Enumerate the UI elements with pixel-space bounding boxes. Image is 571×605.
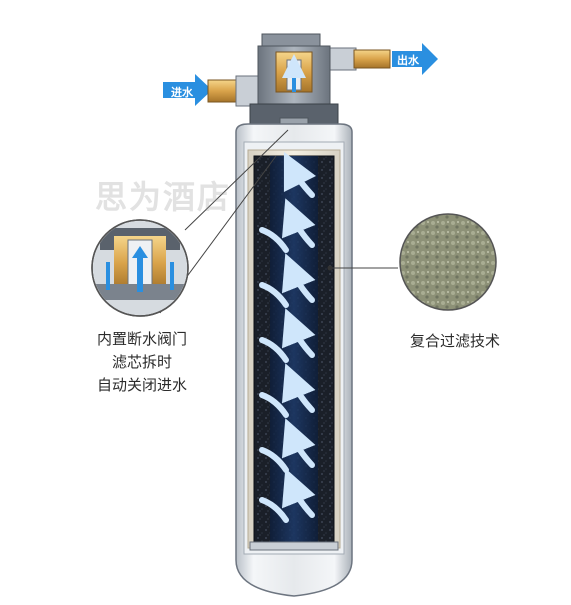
valve-callout: 内置断水阀门 滤芯拆时 自动关闭进水 <box>62 328 222 397</box>
composite-filter-callout: 复合过滤技术 <box>409 332 500 350</box>
inlet-label: 进水 <box>171 86 193 99</box>
outlet-arrow <box>392 43 438 75</box>
valve-callout-line-2: 滤芯拆时 <box>111 353 172 371</box>
valve-callout-line-1: 内置断水阀门 <box>96 330 187 348</box>
watermark: 思为酒店 <box>95 178 232 216</box>
outlet-fitting <box>329 47 391 71</box>
outlet-label: 出水 <box>397 54 419 67</box>
inlet-fitting <box>207 75 261 107</box>
valve-callout-line-3: 自动关闭进水 <box>96 376 187 394</box>
valve-zoom-circle <box>91 129 289 317</box>
inlet-arrow <box>163 74 212 106</box>
flow-arrows <box>259 151 317 523</box>
media-zoom-circle <box>327 213 497 311</box>
bottom-cap <box>249 541 339 551</box>
